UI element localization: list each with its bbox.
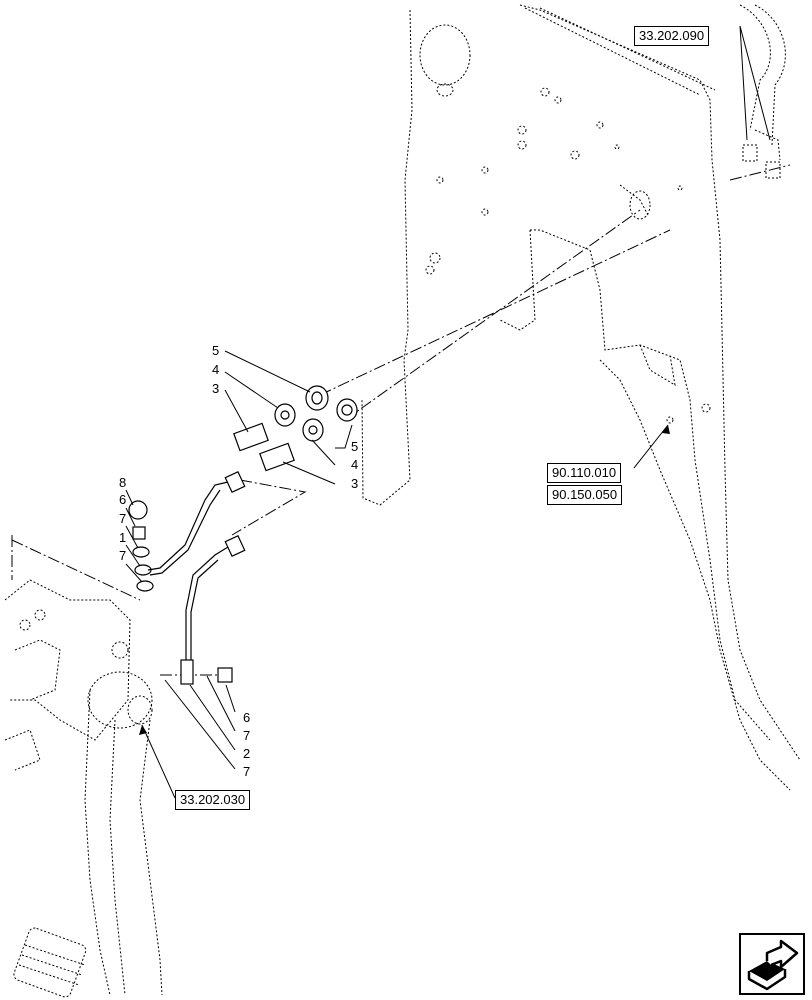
union-3-lower [259,442,295,472]
callout-2: 2 [243,746,251,761]
union-3-upper [233,422,269,452]
cap-8 [128,500,148,520]
brake-pipe-2 [185,546,229,660]
ref-90-150-050[interactable]: 90.150.050 [547,485,623,505]
brake-pipe-1 [147,481,229,571]
callout-7-left-upper: 7 [119,511,127,526]
callout-5-upper: 5 [212,343,220,358]
callout-3-lower: 3 [351,476,359,491]
panel-hole [419,24,471,86]
callout-4-upper: 4 [212,362,220,377]
callout-7-left-lower: 7 [119,548,127,563]
callout-5-lower: 5 [351,439,359,454]
callout-7-right-lower: 7 [243,764,251,779]
callout-3-upper: 3 [212,381,220,396]
ref-33-202-090[interactable]: 33.202.090 [634,26,710,46]
pedal-assembly [4,579,131,741]
callout-6-left: 6 [119,492,127,507]
ref-90-110-010[interactable]: 90.110.010 [547,463,622,483]
callout-4-lower: 4 [351,457,359,472]
callout-8: 8 [119,475,127,490]
panel-outline [361,9,413,506]
arrow-return-icon[interactable] [739,933,805,995]
callout-1: 1 [119,530,127,545]
callout-6-right: 6 [243,710,251,725]
callout-7-right-upper: 7 [243,728,251,743]
ref-33-202-030[interactable]: 33.202.030 [175,790,251,810]
